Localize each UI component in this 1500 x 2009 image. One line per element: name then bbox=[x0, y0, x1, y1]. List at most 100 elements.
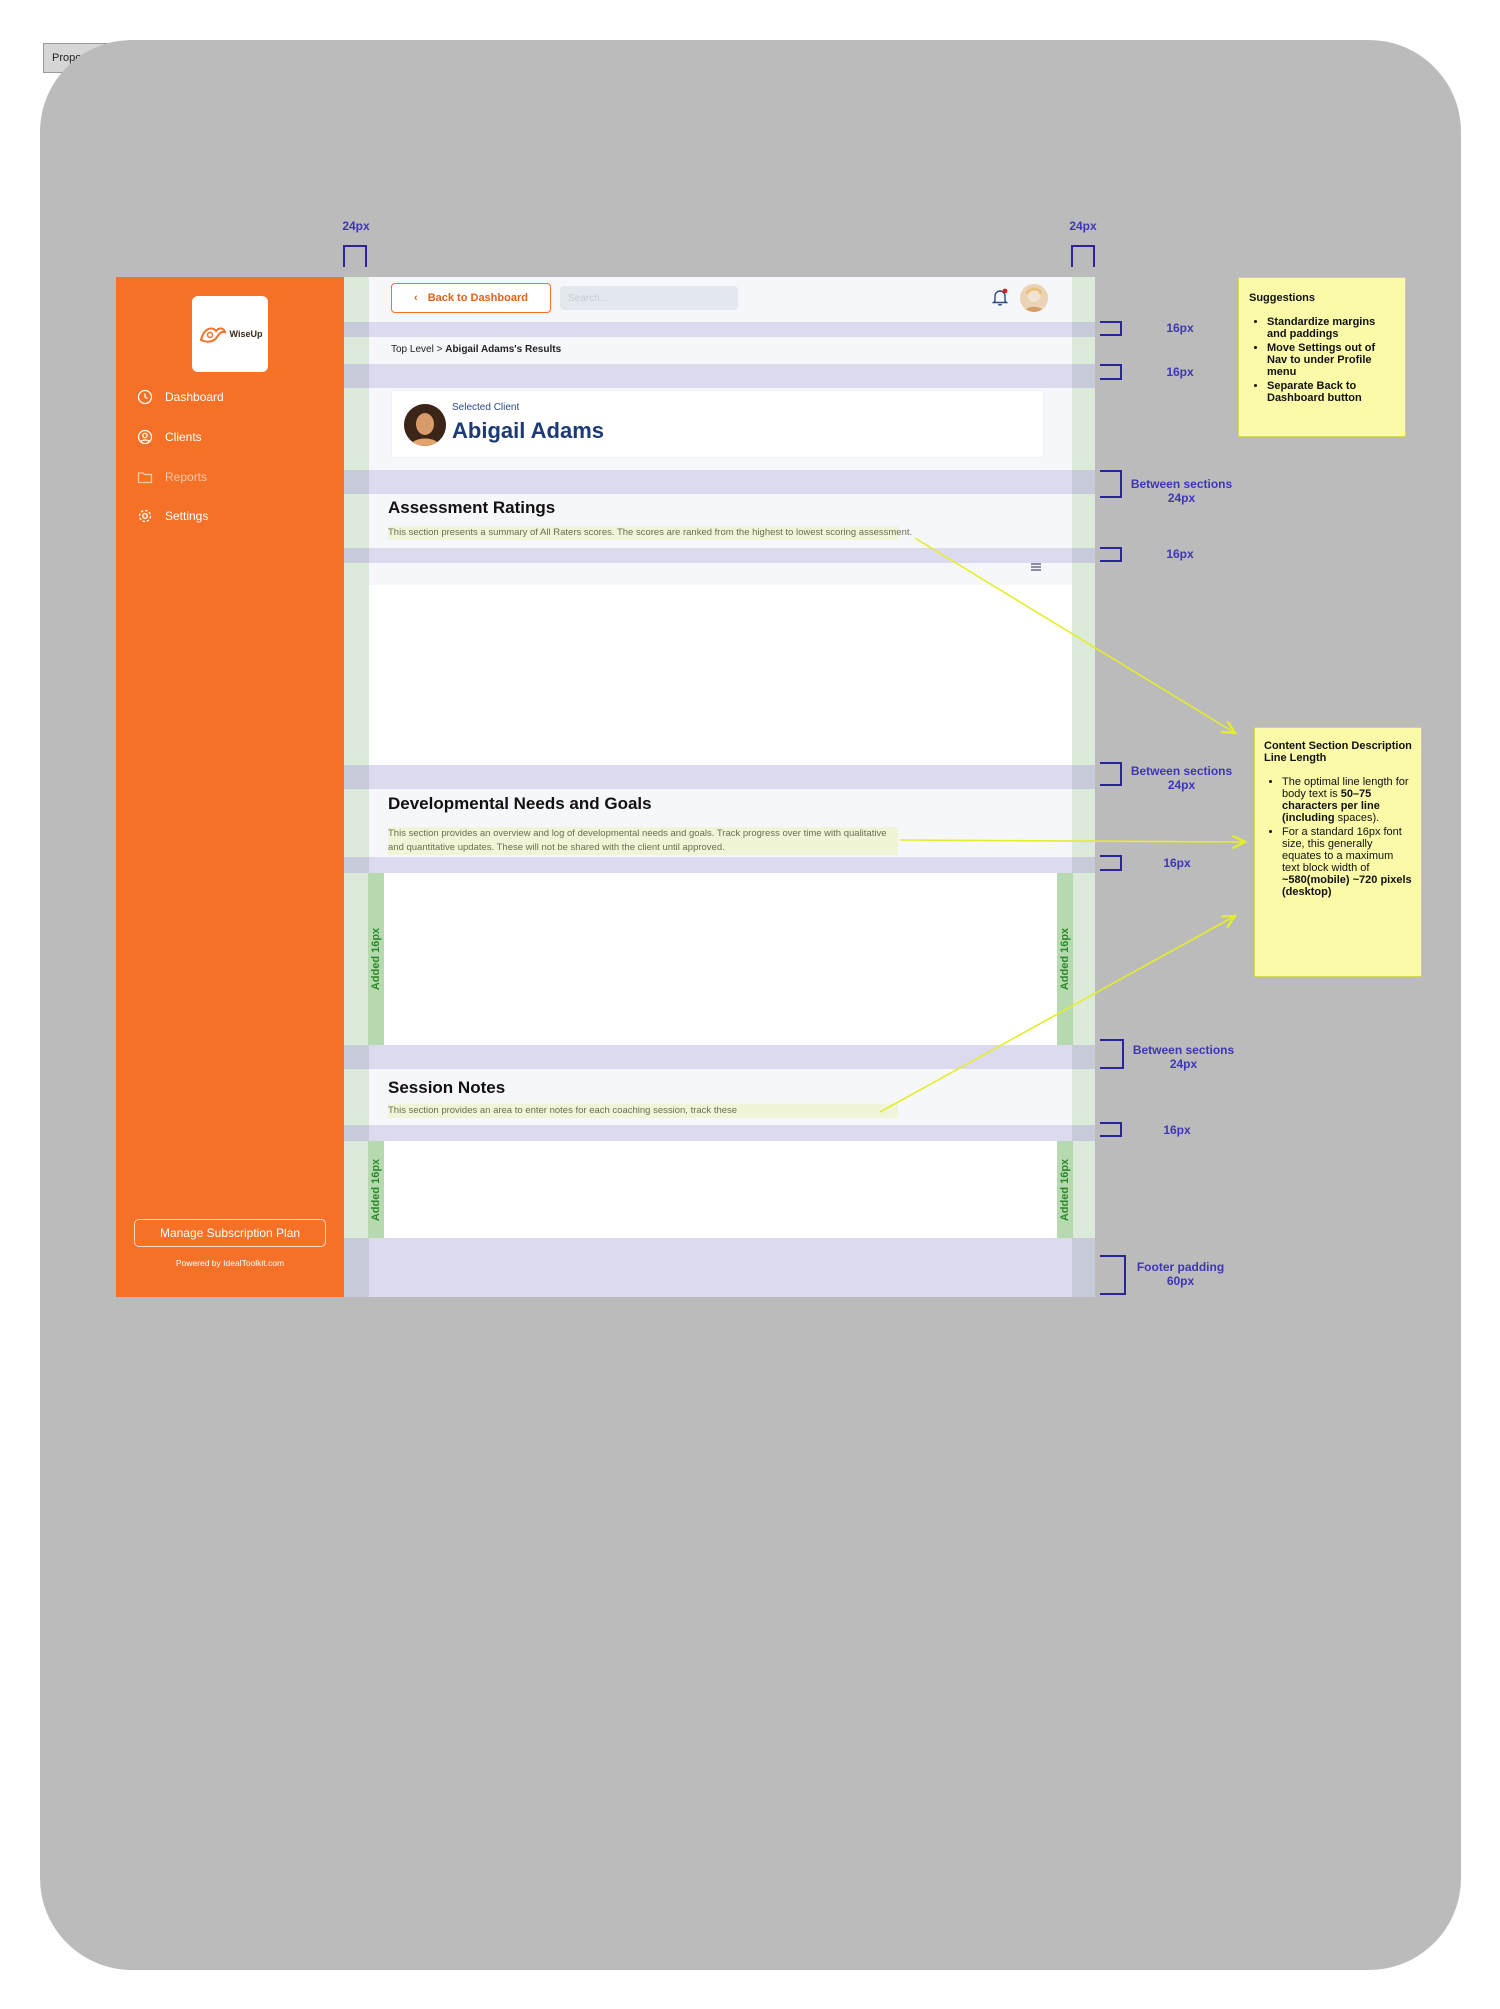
band-corner bbox=[344, 765, 369, 789]
selected-client-label: Selected Client bbox=[452, 402, 520, 413]
app-logo[interactable]: WiseUp bbox=[192, 296, 268, 372]
spec-right-margin: 24px bbox=[1069, 219, 1097, 233]
breadcrumb: Top Level > Abigail Adams's Results bbox=[391, 344, 561, 355]
spec-left-margin: 24px bbox=[342, 219, 370, 233]
added-padding-guide: Added 16px bbox=[1057, 1141, 1073, 1238]
band-corner bbox=[344, 548, 369, 563]
spec-line: 60px bbox=[1166, 1274, 1195, 1288]
bell-icon[interactable] bbox=[992, 288, 1008, 306]
sidebar-item-reports[interactable]: Reports bbox=[137, 465, 337, 489]
spec-bracket bbox=[1100, 470, 1122, 498]
breadcrumb-separator: > bbox=[436, 344, 443, 355]
section-desc-session-notes: This section provides an area to enter n… bbox=[388, 1104, 898, 1118]
band-corner bbox=[1072, 364, 1095, 388]
spec-gap: 16px bbox=[1166, 321, 1194, 335]
band-corner bbox=[1072, 857, 1095, 873]
section-title-session-notes: Session Notes bbox=[388, 1078, 506, 1097]
arrow-line bbox=[914, 537, 1235, 733]
spec-line: Between sections bbox=[1132, 1043, 1235, 1057]
client-avatar bbox=[404, 404, 446, 446]
back-to-dashboard-button[interactable]: ‹ Back to Dashboard bbox=[391, 283, 551, 313]
spec-bracket bbox=[1100, 364, 1122, 380]
chart-menu-icon[interactable] bbox=[1030, 562, 1042, 572]
sidebar-item-settings[interactable]: Settings bbox=[137, 504, 337, 528]
band-corner bbox=[344, 322, 369, 337]
note-item: The optimal line length for body text is… bbox=[1282, 776, 1412, 824]
sidebar-item-label: Settings bbox=[165, 509, 209, 523]
band-corner bbox=[1072, 1238, 1095, 1297]
note-item: Standardize margins and paddings bbox=[1267, 316, 1395, 340]
user-circle-icon bbox=[137, 429, 153, 445]
back-label: Back to Dashboard bbox=[427, 292, 528, 304]
band-corner bbox=[1072, 765, 1095, 789]
line-length-note: Content Section Description Line Length … bbox=[1254, 727, 1422, 977]
client-name: Abigail Adams bbox=[452, 418, 604, 443]
band-corner bbox=[344, 364, 369, 388]
note-text: ~580(mobile) ~720 pixels (desktop) bbox=[1282, 874, 1412, 898]
spec-gap: 16px bbox=[1163, 1123, 1191, 1137]
spec-bracket bbox=[1100, 1255, 1126, 1295]
spacing-band bbox=[344, 364, 1095, 388]
spec-line: 24px bbox=[1167, 491, 1196, 505]
profile-avatar[interactable] bbox=[1020, 284, 1048, 312]
spec-line: 24px bbox=[1167, 778, 1196, 792]
logo-text: WiseUp bbox=[229, 329, 263, 339]
spec-gap: 16px bbox=[1163, 856, 1191, 870]
band-corner bbox=[1072, 1045, 1095, 1069]
band-corner bbox=[1072, 548, 1095, 563]
spec-gap: 16px bbox=[1166, 365, 1194, 379]
band-corner bbox=[344, 857, 369, 873]
note-text: spaces). bbox=[1334, 812, 1380, 824]
arrow-line bbox=[899, 840, 1245, 842]
chevron-left-icon: ‹ bbox=[414, 292, 418, 304]
note-item: Separate Back to Dashboard button bbox=[1267, 380, 1395, 404]
spec-bracket bbox=[1071, 245, 1095, 267]
added-padding-guide: Added 16px bbox=[368, 1141, 384, 1238]
spec-line: Footer padding bbox=[1136, 1260, 1225, 1274]
section-title-assessment: Assessment Ratings bbox=[388, 498, 556, 517]
spacing-band bbox=[344, 765, 1095, 789]
user-photo-icon bbox=[1020, 284, 1048, 312]
spec-bracket bbox=[1100, 855, 1122, 871]
note-item: For a standard 16px font size, this gene… bbox=[1282, 826, 1412, 898]
spec-bracket bbox=[343, 245, 367, 267]
manage-subscription-button[interactable]: Manage Subscription Plan bbox=[134, 1219, 326, 1247]
section-desc-goals: This section provides an overview and lo… bbox=[388, 827, 898, 855]
band-corner bbox=[1072, 322, 1095, 337]
spacing-band bbox=[344, 1045, 1095, 1069]
note-title: Suggestions bbox=[1249, 292, 1316, 304]
sidebar-item-dashboard[interactable]: Dashboard bbox=[137, 385, 337, 409]
sidebar-item-clients[interactable]: Clients bbox=[137, 425, 337, 449]
spec-bracket bbox=[1100, 762, 1122, 786]
section-desc-assessment: This section presents a summary of All R… bbox=[388, 526, 913, 540]
spec-line: Between sections bbox=[1130, 764, 1233, 778]
added-padding-guide: Added 16px bbox=[1057, 873, 1073, 1045]
spec-bracket bbox=[1100, 1039, 1124, 1069]
band-corner bbox=[344, 1238, 369, 1297]
spec-gap: 16px bbox=[1166, 547, 1194, 561]
folder-icon bbox=[137, 472, 153, 484]
spec-bracket bbox=[1100, 1122, 1122, 1137]
breadcrumb-root[interactable]: Top Level bbox=[391, 344, 434, 355]
spacing-band bbox=[344, 1125, 1095, 1141]
search-input[interactable] bbox=[560, 286, 738, 310]
note-text: 50–75 characters per line (including bbox=[1282, 788, 1380, 824]
spec-bracket bbox=[1100, 547, 1122, 562]
sidebar bbox=[116, 277, 344, 1297]
section-title-goals: Developmental Needs and Goals bbox=[388, 794, 652, 813]
breadcrumb-current: Abigail Adams's Results bbox=[445, 344, 562, 355]
added-padding-guide: Added 16px bbox=[368, 873, 384, 1045]
spec-line: 24px bbox=[1169, 1057, 1198, 1071]
note-text: The optimal line length for body text is bbox=[1282, 776, 1409, 800]
arrow-line bbox=[879, 916, 1235, 1113]
band-corner bbox=[344, 1045, 369, 1069]
note-title: Content Section Description Line Length bbox=[1264, 740, 1412, 764]
band-corner bbox=[344, 1125, 369, 1141]
sidebar-item-label: Clients bbox=[165, 430, 202, 444]
suggestions-note: Suggestions Standardize margins and padd… bbox=[1238, 277, 1406, 437]
spec-line: Between sections bbox=[1130, 477, 1233, 491]
note-text: For a standard 16px font size, this gene… bbox=[1282, 826, 1402, 874]
